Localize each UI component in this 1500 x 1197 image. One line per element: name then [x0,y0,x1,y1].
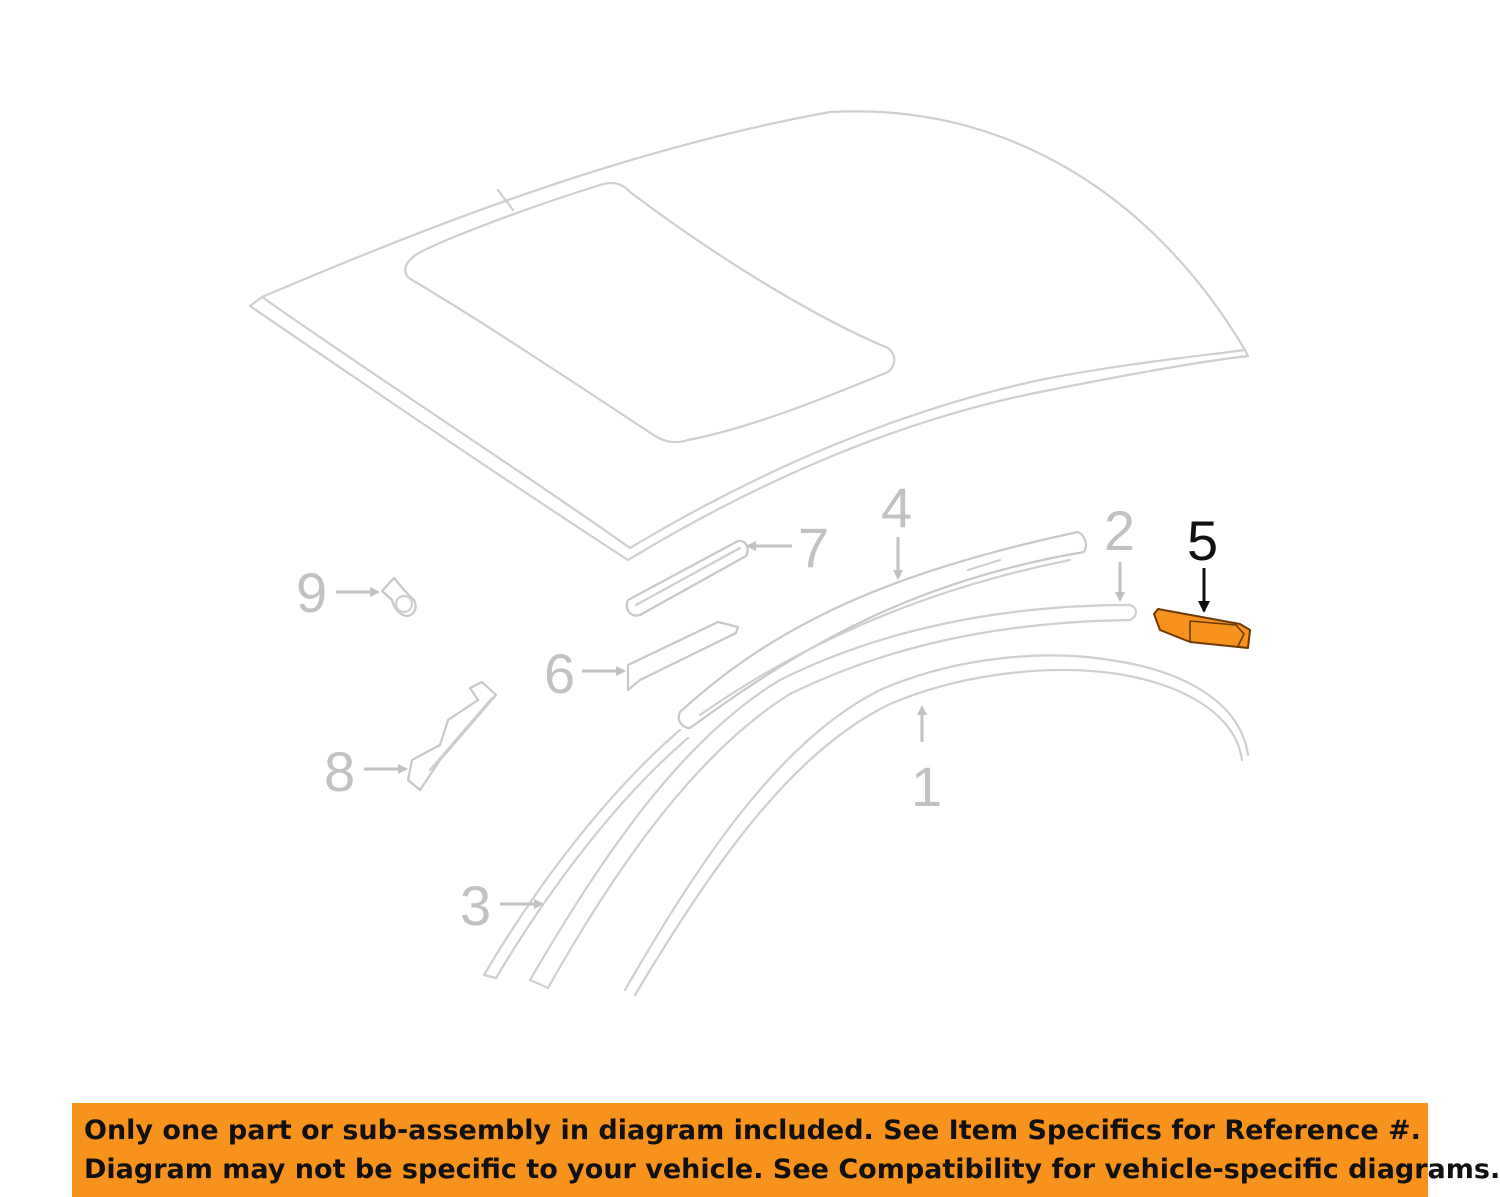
roof-parts-diagram: 1 2 3 4 5 6 7 8 9 [248,110,1251,997]
part-4-rail-molding [677,530,1087,730]
part-8-bracket [406,680,498,792]
callout-3: 3 [460,874,491,937]
callout-4: 4 [881,476,912,539]
callout-6: 6 [544,642,575,705]
part-6-strip [626,620,740,692]
part-2-molding [528,603,1138,990]
callout-1: 1 [911,755,942,818]
disclaimer-banner: Only one part or sub-assembly in diagram… [72,1103,1500,1197]
leader-arrows [336,537,1210,909]
callout-2: 2 [1104,499,1135,562]
part-3-molding [482,728,690,980]
callout-5: 5 [1187,509,1218,572]
sunroof-opening [404,181,896,444]
roof-panel [248,110,1250,562]
callout-8: 8 [324,740,355,803]
part-7-molding [625,539,749,617]
callout-9: 9 [296,561,327,624]
part-5-highlighted [1153,608,1251,649]
disclaimer-line-1: Only one part or sub-assembly in diagram… [84,1115,1421,1146]
part-9-clip [380,576,417,618]
part-1-molding [623,654,1250,997]
callout-7: 7 [798,516,829,579]
disclaimer-line-2: Diagram may not be specific to your vehi… [84,1154,1500,1185]
